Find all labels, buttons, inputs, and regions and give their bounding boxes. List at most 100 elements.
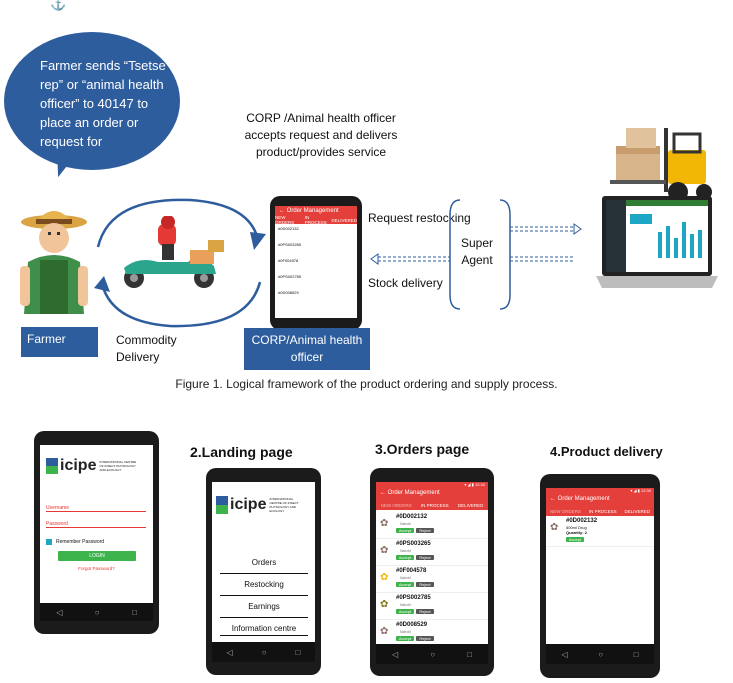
reject-button[interactable]: Reject (416, 555, 434, 560)
delivery-phone: ▾ ◢ ▮ 12:30 ← Order Management NEW ORDER… (540, 474, 660, 678)
reject-button[interactable]: Reject (416, 636, 434, 641)
accept-button[interactable]: Accept (566, 537, 584, 542)
home-nav-icon[interactable]: ○ (261, 647, 267, 657)
tab-delivered[interactable]: DELIVERED (331, 217, 357, 223)
login-phone: icipe INTERNATIONAL CENTRE OF INSECT PHY… (34, 431, 159, 634)
list-item[interactable]: ✿ #0D002132 Nairobi Accept Reject (376, 512, 488, 539)
reject-button[interactable]: Reject (416, 528, 434, 533)
order-id: #0F004578 (396, 568, 427, 574)
reject-button[interactable]: Reject (416, 582, 434, 587)
order-id: #0D002132 (396, 514, 428, 520)
checkbox-icon[interactable] (46, 539, 52, 545)
step-orders-title: 3.Orders page (375, 441, 470, 457)
status-bar: ▾ ◢ ▮ 12:30 (376, 482, 488, 488)
back-nav-icon[interactable]: ◁ (226, 647, 233, 657)
order-id: #0D002132 (566, 518, 598, 524)
product-icon: ✿ (380, 545, 389, 556)
product-icon: ✿ (380, 599, 389, 610)
tab-in-process[interactable]: IN PROCESS (420, 502, 449, 508)
order-id: #0PS003265 (396, 541, 431, 547)
back-nav-icon[interactable]: ◁ (56, 607, 63, 617)
list-item[interactable]: #0PS003265 (278, 242, 354, 258)
android-navbar: ◁ ○ □ (40, 603, 153, 621)
accept-button[interactable]: Accept (396, 609, 414, 614)
logo-subtitle: INTERNATIONAL CENTRE OF INSECT PHYSIOLOG… (269, 497, 299, 513)
tab-new-orders[interactable]: NEW ORDERS (380, 502, 412, 508)
super-agent-label: Super Agent (460, 236, 494, 267)
landing-phone: icipe INTERNATIONAL CENTRE OF INSECT PHY… (206, 468, 321, 675)
list-item[interactable]: ✿ #0PS002785 Nairobi Accept Reject (376, 593, 488, 620)
order-location: Nairobi (400, 576, 412, 580)
list-item[interactable]: ✿ #0PS003265 Nairobi Accept Reject (376, 539, 488, 566)
scooter-illustration (124, 216, 224, 288)
app-tabs: NEW ORDERS IN PROCESS DELIVERED (275, 215, 357, 225)
forgot-password-link[interactable]: Forgot Password? (78, 566, 115, 571)
accept-button[interactable]: Accept (396, 528, 414, 533)
home-nav-icon[interactable]: ○ (430, 649, 436, 659)
corp-label: CORP/Animal health officer (244, 328, 370, 370)
accept-button[interactable]: Accept (396, 582, 414, 587)
password-field[interactable]: Password (46, 521, 146, 528)
step-delivery-title: 4.Product delivery (550, 444, 663, 459)
recents-nav-icon[interactable]: □ (467, 649, 472, 659)
tab-in-process[interactable]: IN PROCESS (588, 508, 617, 514)
menu-restocking[interactable]: Restocking (220, 580, 308, 596)
remember-row[interactable]: Remember Password (46, 539, 104, 545)
login-button[interactable]: LOGIN (58, 551, 136, 561)
back-arrow-icon[interactable]: ← (279, 208, 285, 214)
product-icon: ✿ (380, 626, 389, 637)
product-icon: ✿ (380, 572, 389, 583)
corp-phone: ← Order Management NEW ORDERS IN PROCESS… (270, 196, 362, 330)
android-navbar: ◁ ○ □ (212, 642, 315, 662)
tab-in-process[interactable]: IN PROCESS (304, 215, 327, 225)
recents-nav-icon[interactable]: □ (295, 647, 301, 657)
corp-action-text: CORP /Animal health officer accepts requ… (244, 111, 398, 159)
tab-delivered[interactable]: DELIVERED (624, 508, 651, 514)
reject-button[interactable]: Reject (416, 609, 434, 614)
figure-caption: Figure 1. Logical framework of the produ… (175, 377, 558, 391)
back-arrow-icon[interactable]: ← (380, 490, 386, 496)
back-nav-icon[interactable]: ◁ (561, 649, 568, 659)
accept-button[interactable]: Accept (396, 555, 414, 560)
list-item[interactable]: #0D002132 (278, 226, 354, 242)
back-arrow-icon[interactable]: ← (550, 496, 556, 502)
order-id: #0PS002785 (396, 595, 431, 601)
orders-phone: ▾ ◢ ▮ 12:30 ← Order Management NEW ORDER… (370, 468, 494, 676)
list-item[interactable]: #0PS002785 (278, 274, 354, 290)
order-id: #0PS003265 (278, 242, 302, 247)
app-header: ← Order Management (376, 488, 488, 500)
home-nav-icon[interactable]: ○ (598, 649, 604, 659)
forklift-icon (610, 128, 712, 202)
list-item[interactable]: ✿ #0D008529 Nairobi Accept Reject (376, 620, 488, 646)
delivery-screen: ▾ ◢ ▮ 12:30 ← Order Management NEW ORDER… (546, 488, 654, 644)
back-nav-icon[interactable]: ◁ (392, 649, 399, 659)
farmer-illustration (20, 211, 88, 314)
app-tabs: NEW ORDERS IN PROCESS DELIVERED (546, 506, 654, 516)
commodity-delivery-label: Commodity Delivery (116, 333, 177, 364)
order-list: ✿ #0D002132 Nairobi Accept Reject ✿ #0PS… (376, 512, 488, 646)
username-field[interactable]: Username (46, 505, 146, 512)
order-location: Nairobi (400, 522, 412, 526)
remember-label: Remember Password (56, 539, 105, 545)
menu-information-centre[interactable]: Information centre (220, 624, 308, 636)
step-landing-title: 2.Landing page (190, 444, 293, 460)
accept-button[interactable]: Accept (396, 636, 414, 641)
list-item[interactable]: ✿ #0D002132 500ml Drug Quantity: 2 Accep… (546, 516, 654, 547)
menu-earnings[interactable]: Earnings (220, 602, 308, 618)
tab-delivered[interactable]: DELIVERED (457, 502, 484, 508)
tab-new-orders[interactable]: NEW ORDERS (549, 508, 581, 514)
laptop-dashboard-icon (596, 196, 718, 288)
menu-orders[interactable]: Orders (220, 558, 308, 574)
list-item[interactable]: #0D008529 (278, 290, 354, 306)
tab-new-orders[interactable]: NEW ORDERS (275, 215, 295, 225)
login-screen: icipe INTERNATIONAL CENTRE OF INSECT PHY… (40, 445, 153, 603)
home-nav-icon[interactable]: ○ (94, 607, 100, 617)
recents-nav-icon[interactable]: □ (131, 607, 137, 617)
logo-mark-icon (216, 496, 228, 514)
list-item[interactable]: ✿ #0F004578 Nairobi Accept Reject (376, 566, 488, 593)
recents-nav-icon[interactable]: □ (633, 649, 639, 659)
list-item[interactable]: #0F004578 (278, 258, 354, 274)
speech-bubble (4, 32, 180, 170)
logo-subtitle: INTERNATIONAL CENTRE OF INSECT PHYSIOLOG… (99, 460, 137, 472)
order-id: #0PS002785 (278, 274, 302, 279)
